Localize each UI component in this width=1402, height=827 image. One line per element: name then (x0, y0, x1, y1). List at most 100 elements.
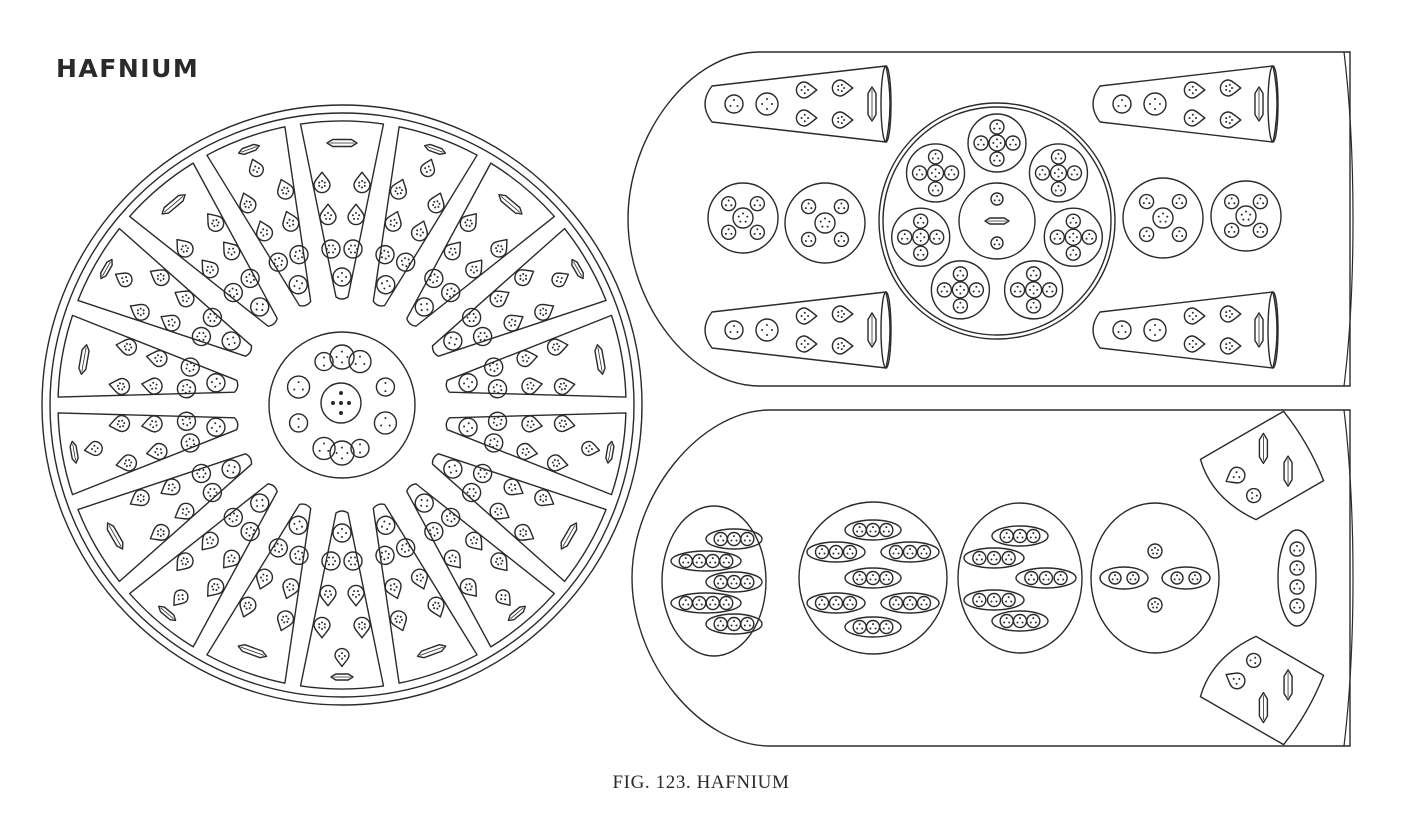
sphere (1014, 530, 1027, 543)
teardrop (457, 209, 482, 235)
segment (206, 490, 345, 686)
teardrop (320, 585, 336, 605)
teardrop (1222, 464, 1248, 488)
sphere (989, 135, 1005, 151)
sphere (200, 305, 225, 330)
sphere (1065, 229, 1081, 245)
sphere (937, 283, 951, 297)
teardrop (126, 487, 152, 511)
sphere (802, 232, 816, 246)
sphere (728, 576, 741, 589)
ovoid-group (958, 503, 1082, 653)
sphere (483, 357, 504, 378)
teardrop (202, 575, 227, 601)
sphere (287, 544, 310, 567)
sphere (904, 546, 917, 559)
sphere (693, 555, 706, 568)
sphere (189, 461, 214, 486)
teardrop (140, 376, 163, 395)
figure-caption: FIG. 123. HAFNIUM (612, 772, 790, 793)
sphere (706, 597, 719, 610)
sphere (974, 136, 988, 150)
sphere (1253, 223, 1267, 237)
sphere (458, 417, 479, 438)
globe-sphere (1029, 144, 1087, 202)
teardrop (108, 414, 131, 433)
sphere (189, 324, 214, 349)
sphere (1290, 599, 1304, 613)
sphere (206, 417, 227, 438)
sphere (1014, 615, 1027, 628)
sphere (880, 572, 893, 585)
sphere (741, 576, 754, 589)
sphere (1043, 283, 1057, 297)
sphere (1082, 230, 1096, 244)
sphere (1002, 552, 1015, 565)
segment (439, 315, 629, 428)
side-sphere (1123, 178, 1203, 258)
teardrop (314, 617, 330, 637)
page-title: HAFNIUM (56, 54, 200, 83)
sphere (991, 237, 1003, 249)
teardrop (832, 306, 852, 322)
teardrop (279, 577, 301, 602)
sphere (330, 345, 354, 369)
sphere (918, 597, 931, 610)
sphere (880, 524, 893, 537)
teardrop (320, 204, 336, 224)
sphere (728, 618, 741, 631)
teardrop (1220, 80, 1240, 96)
teardrop (112, 268, 134, 289)
sphere (928, 165, 944, 181)
sphere (247, 490, 272, 515)
teardrop (383, 209, 405, 234)
sphere (1290, 580, 1304, 594)
side-sphere (708, 183, 778, 253)
sphere (679, 597, 692, 610)
teardrop (335, 649, 349, 667)
teardrop (516, 348, 539, 367)
teardrop (521, 415, 544, 434)
sphere (834, 200, 848, 214)
teardrop (426, 595, 448, 620)
sphere (991, 193, 1003, 205)
sphere (867, 524, 880, 537)
double-arrow (1284, 456, 1292, 486)
sphere (918, 546, 931, 559)
teardrop (512, 264, 538, 288)
sphere (1140, 227, 1154, 241)
teardrop (426, 190, 448, 215)
double-arrow (506, 604, 527, 623)
sphere (267, 536, 290, 559)
sphere (221, 505, 246, 530)
teardrop (388, 177, 410, 202)
teardrop (274, 177, 296, 202)
teardrop (409, 218, 431, 243)
sphere (830, 546, 843, 559)
sphere (720, 597, 733, 610)
teardrop (146, 264, 172, 288)
sphere (1027, 299, 1041, 313)
sphere (1113, 95, 1131, 113)
sphere (1109, 572, 1121, 584)
sphere (1066, 214, 1080, 228)
teardrop (169, 587, 191, 610)
teardrop (253, 567, 275, 592)
ovoid-group (799, 502, 947, 654)
teardrop (1220, 112, 1240, 128)
sphere (1144, 319, 1166, 341)
teardrop (1222, 668, 1248, 692)
teardrop (348, 204, 364, 224)
double-arrow (331, 674, 353, 680)
segment (439, 383, 629, 496)
teardrop (146, 522, 172, 546)
teardrop (796, 110, 816, 126)
sphere (722, 225, 736, 239)
sphere (1035, 166, 1049, 180)
teardrop (516, 442, 539, 461)
teardrop (532, 487, 558, 511)
teardrop (463, 255, 488, 281)
double-arrow (105, 521, 126, 550)
sphere (969, 283, 983, 297)
lower-lobe-outline (632, 410, 1350, 746)
